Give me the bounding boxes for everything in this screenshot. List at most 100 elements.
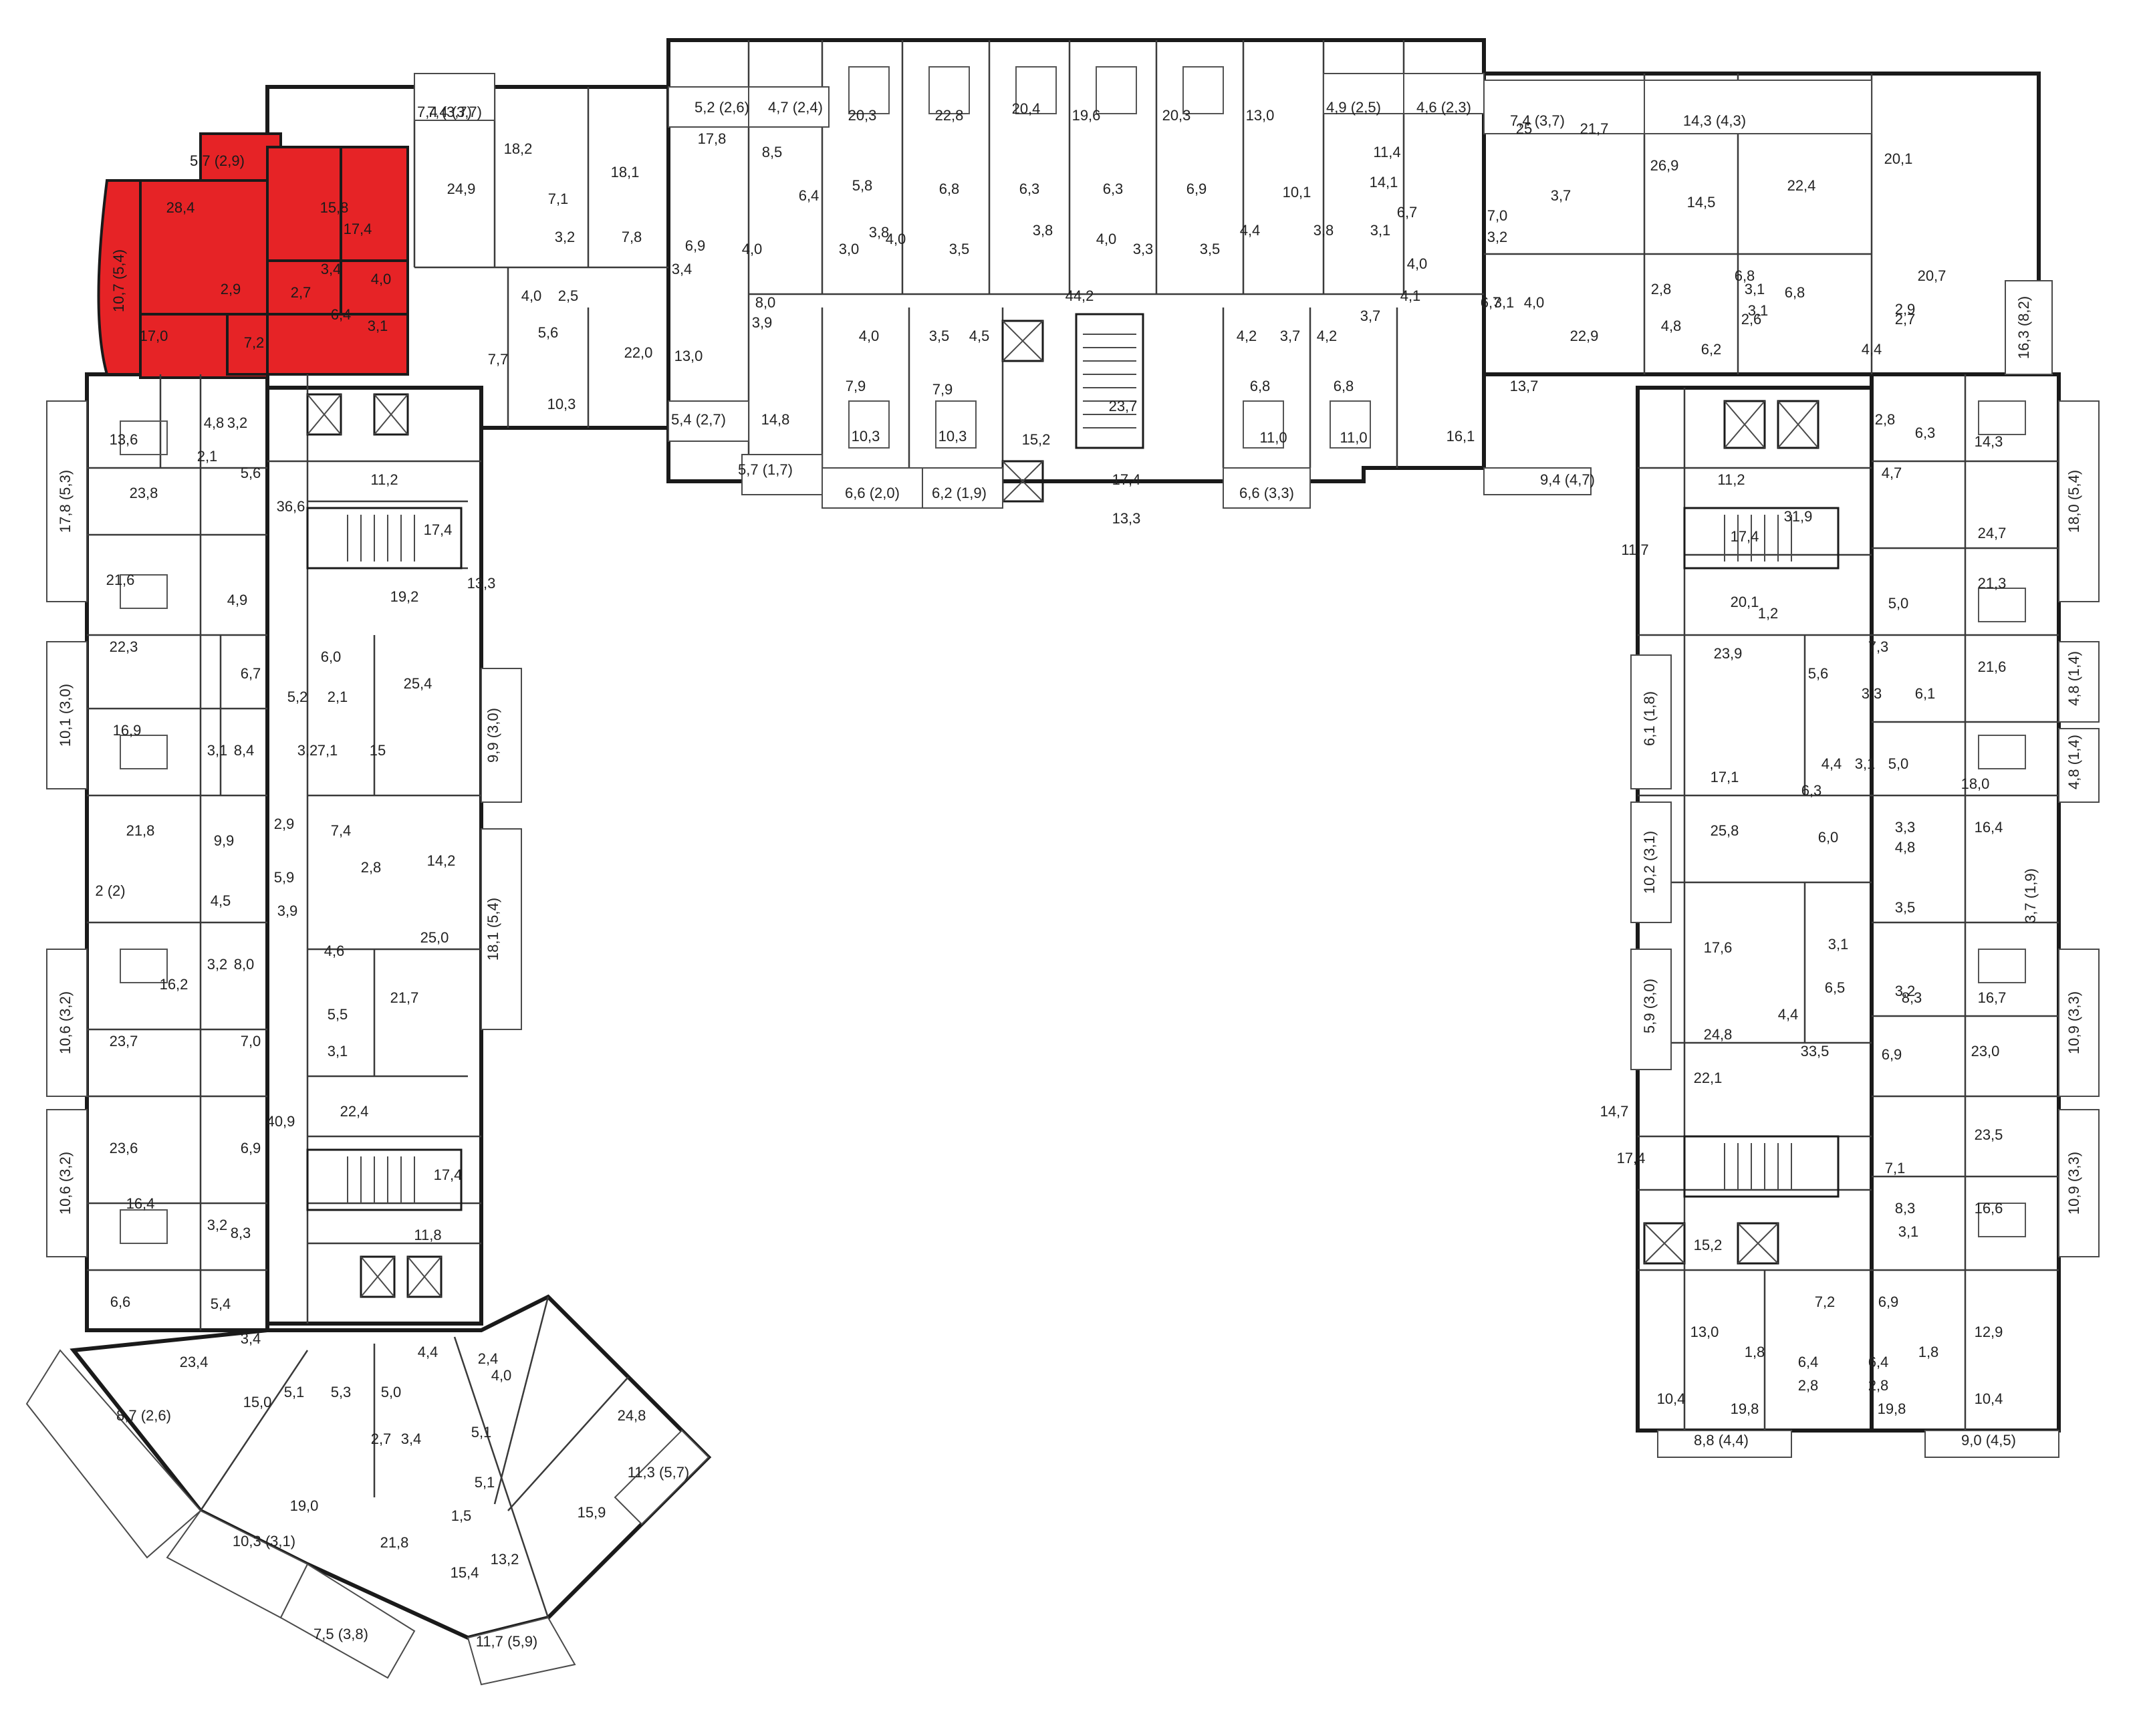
room-area-label: 21,7 xyxy=(390,989,419,1006)
room-area-label: 3,0 xyxy=(839,241,860,257)
room-area-label: 5,6 xyxy=(1808,665,1829,682)
room-area-label: 8,0 xyxy=(234,956,255,973)
room-area-label: 5,6 xyxy=(538,324,559,341)
room-area-label: 3,2 xyxy=(555,229,576,245)
room-area-label: 20,7 xyxy=(1918,267,1946,284)
room-area-label: 10,3 xyxy=(938,428,967,445)
room-area-label: 4,0 xyxy=(1407,255,1428,272)
room-area-label: 3,1 xyxy=(1494,294,1515,311)
room-area-label: 19,0 xyxy=(290,1497,319,1514)
room-area-label: 17,6 xyxy=(1704,939,1733,956)
room-area-label: 11,2 xyxy=(1717,471,1745,488)
room-area-label: 18,0 xyxy=(1961,775,1990,792)
balcony-area-label: 3,7 (1,9) xyxy=(2022,868,2039,923)
room-area-label: 24,9 xyxy=(447,180,476,197)
room-area-label: 4,4 xyxy=(1240,222,1261,239)
balcony-area-label: 7,4 (3,7) xyxy=(1510,112,1565,129)
room-area-label: 19,6 xyxy=(1072,107,1101,124)
room-area-label: 6,7 xyxy=(241,665,261,682)
balcony-area-label: 5,2 (2,6) xyxy=(695,99,749,116)
room-area-label: 5,1 xyxy=(475,1474,495,1491)
room-area-label: 6,3 xyxy=(1019,180,1040,197)
room-area-label: 8,4 xyxy=(234,742,255,759)
room-area-label: 3,2 xyxy=(207,956,228,973)
room-area-label: 14,5 xyxy=(1687,194,1716,211)
room-area-label: 31,9 xyxy=(1784,508,1813,525)
room-area-label: 10,4 xyxy=(1975,1390,2003,1407)
room-area-label: 16,1 xyxy=(1446,428,1475,445)
room-area-label: 5,0 xyxy=(1888,595,1909,612)
room-area-label: 24,8 xyxy=(618,1407,646,1424)
balcony-area-label: 10,9 (3,3) xyxy=(2065,1152,2082,1215)
room-area-label: 8,5 xyxy=(762,144,783,160)
room-area-label: 24,7 xyxy=(1978,525,2007,541)
room-area-label: 6,3 xyxy=(1103,180,1124,197)
room-area-label: 1,2 xyxy=(1758,605,1779,622)
room-area-label: 14,8 xyxy=(761,411,790,428)
room-area-label: 3,3 xyxy=(1895,819,1916,836)
room-area-label: 15,9 xyxy=(578,1504,606,1521)
room-area-label: 6,2 xyxy=(1701,341,1722,358)
room-area-label: 2,4 xyxy=(478,1350,499,1367)
balcony-area-label: 4,7 (2,4) xyxy=(768,99,823,116)
room-area-label: 21,3 xyxy=(1978,575,2007,592)
room-area-label: 4,7 xyxy=(1882,465,1902,481)
room-area-label: 20,3 xyxy=(1162,107,1191,124)
room-area-label: 6,7 xyxy=(1481,294,1501,311)
room-area-label: 11,0 xyxy=(1259,429,1287,446)
highlighted-room-area: 2,9 xyxy=(221,281,241,297)
balcony-area-label: 9,0 (4,5) xyxy=(1961,1432,2016,1449)
balcony-area-label: 14,3 (4,3) xyxy=(1683,112,1746,129)
room-area-label: 2,9 xyxy=(274,816,295,832)
room-area-label: 22,0 xyxy=(624,344,653,361)
balcony-area-label: 9,4 (4,7) xyxy=(1540,471,1595,488)
room-area-label: 4,9 xyxy=(227,592,248,608)
room-area-label: 7,4 xyxy=(331,822,352,839)
room-area-label: 16,9 xyxy=(113,722,142,739)
room-area-label: 2,8 xyxy=(1875,411,1896,428)
room-area-label: 17,4 xyxy=(434,1166,463,1183)
room-area-label: 3,5 xyxy=(1200,241,1221,257)
room-area-label: 5,0 xyxy=(1888,755,1909,772)
balcony-area-label: 5,9 (3,0) xyxy=(1641,979,1658,1033)
room-area-label: 6,8 xyxy=(1250,378,1271,394)
room-area-label: 2,8 xyxy=(361,859,382,876)
room-area-label: 3,1 xyxy=(1828,936,1849,953)
room-area-label: 7,9 xyxy=(932,381,953,398)
room-area-label: 3,1 xyxy=(1855,755,1876,772)
room-area-label: 1,5 xyxy=(451,1507,472,1524)
room-area-label: 15,2 xyxy=(1694,1237,1723,1253)
room-area-label: 5,1 xyxy=(284,1384,305,1400)
room-area-label: 6,0 xyxy=(321,648,342,665)
room-area-label: 19,8 xyxy=(1731,1400,1759,1417)
room-area-label: 2,7 xyxy=(1895,311,1916,328)
room-area-label: 17,4 xyxy=(1617,1150,1646,1166)
room-area-label: 14,3 xyxy=(1975,433,2003,450)
balcony-area-label: 2 (2) xyxy=(95,882,125,899)
room-area-label: 6,8 xyxy=(939,180,960,197)
room-area-label: 23,7 xyxy=(110,1033,138,1049)
highlighted-apartment[interactable] xyxy=(97,132,409,379)
room-area-label: 6,0 xyxy=(1818,829,1839,846)
room-area-label: 18,2 xyxy=(504,140,533,157)
room-area-label: 19,8 xyxy=(1878,1400,1906,1417)
room-area-label: 6,3 xyxy=(1915,424,1936,441)
room-area-label: 3,3 xyxy=(1862,685,1882,702)
room-area-label: 20,4 xyxy=(1012,100,1041,117)
room-area-label: 7,1 xyxy=(318,742,338,759)
room-area-label: 3,7 xyxy=(1551,187,1571,204)
room-area-label: 5,6 xyxy=(241,465,261,481)
room-area-label: 6,9 xyxy=(1882,1046,1902,1063)
balcony-area-label: 18,1 (5,4) xyxy=(485,898,501,961)
room-area-label: 4,1 xyxy=(1400,287,1421,304)
room-area-label: 11,4 xyxy=(1373,144,1400,160)
room-area-label: 4,8 xyxy=(204,414,225,431)
room-area-label: 23,8 xyxy=(130,485,158,501)
room-area-label: 11,2 xyxy=(370,471,398,488)
room-area-label: 3,5 xyxy=(1895,899,1916,916)
balcony-area-label: 4,8 (1,4) xyxy=(2065,651,2082,706)
room-area-label: 26,9 xyxy=(1650,157,1679,174)
